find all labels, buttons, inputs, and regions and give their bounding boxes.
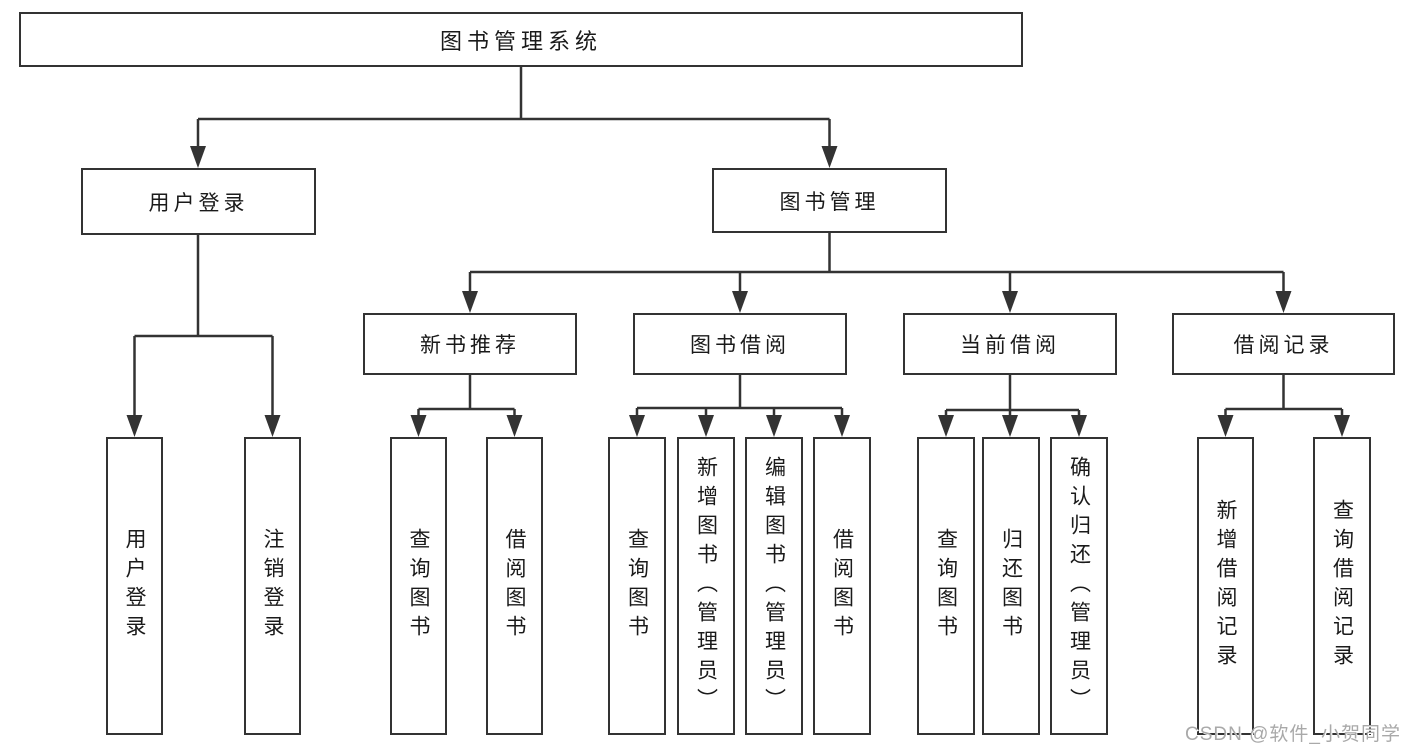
arrowhead-icon bbox=[1275, 291, 1292, 313]
leaf-records-add-record: 新增借阅记录 bbox=[1197, 437, 1254, 735]
leaf-borrow-borrow-books: 借阅图书 bbox=[813, 437, 871, 735]
node-book-borrow: 图书借阅 bbox=[633, 313, 847, 375]
arrowhead-icon bbox=[834, 415, 850, 437]
watermark-text: CSDN @软件_小贺同学 bbox=[1185, 724, 1401, 745]
leaf-newrec-query-books: 查询图书 bbox=[390, 437, 447, 735]
arrowhead-icon bbox=[506, 415, 523, 437]
arrowhead-icon bbox=[732, 291, 748, 313]
arrowhead-icon bbox=[462, 291, 478, 313]
arrowhead-icon bbox=[264, 415, 281, 437]
node-current-borrow: 当前借阅 bbox=[903, 313, 1117, 375]
arrowhead-icon bbox=[1334, 415, 1350, 437]
leaf-user-login: 用户登录 bbox=[106, 437, 163, 735]
leaf-current-return-books: 归还图书 bbox=[982, 437, 1040, 735]
arrowhead-icon bbox=[126, 415, 143, 437]
connector-book-mgmt-to-level3 bbox=[468, 233, 1285, 295]
arrowhead-icon bbox=[629, 415, 645, 437]
arrowhead-icon bbox=[1217, 415, 1234, 437]
leaf-borrow-query-books: 查询图书 bbox=[608, 437, 666, 735]
arrowhead-icon bbox=[821, 146, 838, 168]
node-borrow-records: 借阅记录 bbox=[1172, 313, 1395, 375]
arrowhead-icon bbox=[766, 415, 782, 437]
leaf-current-query-books: 查询图书 bbox=[917, 437, 975, 735]
leaf-newrec-borrow-books: 借阅图书 bbox=[486, 437, 543, 735]
arrowhead-icon bbox=[1071, 415, 1087, 437]
arrowhead-icon bbox=[938, 415, 954, 437]
connector-user-login-to-leaves bbox=[133, 235, 274, 419]
connector-borrow-records-to-leaves bbox=[1224, 375, 1344, 419]
connector-root-to-level2 bbox=[196, 67, 831, 150]
connector-current-borrow-to-leaves bbox=[944, 375, 1081, 419]
node-user-login: 用户登录 bbox=[81, 168, 316, 235]
leaf-borrow-add-books: 新增图书（管理员） bbox=[677, 437, 735, 735]
arrowhead-icon bbox=[1002, 291, 1018, 313]
arrowhead-icon bbox=[410, 415, 427, 437]
node-new-book-rec: 新书推荐 bbox=[363, 313, 577, 375]
connector-new-book-rec-to-leaves bbox=[417, 375, 516, 419]
arrowhead-icon bbox=[698, 415, 714, 437]
arrowhead-icon bbox=[190, 146, 206, 168]
node-book-mgmt: 图书管理 bbox=[712, 168, 947, 233]
connector-book-borrow-to-leaves bbox=[635, 375, 844, 419]
arrowhead-icon bbox=[1002, 415, 1018, 437]
leaf-records-query-record: 查询借阅记录 bbox=[1313, 437, 1371, 735]
node-root: 图书管理系统 bbox=[19, 12, 1023, 67]
leaf-logout: 注销登录 bbox=[244, 437, 301, 735]
leaf-borrow-edit-books: 编辑图书（管理员） bbox=[745, 437, 803, 735]
leaf-current-confirm-return: 确认归还（管理员） bbox=[1050, 437, 1108, 735]
